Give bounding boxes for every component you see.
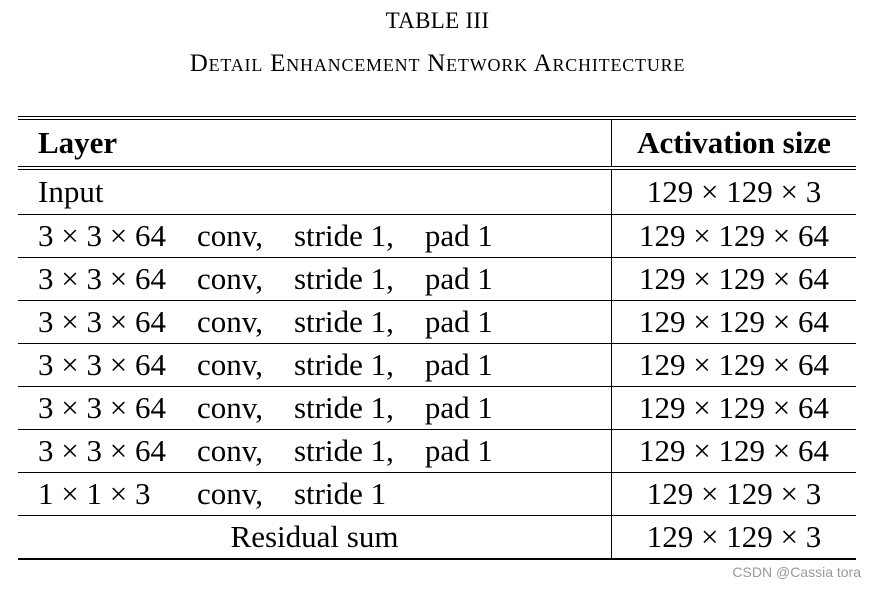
header-layer: Layer xyxy=(18,116,612,170)
activation-cell: 129 × 129 × 64 xyxy=(611,214,856,258)
table-title: Detail Enhancement Network Architecture xyxy=(189,50,686,77)
table-row: 3 × 3 × 64 conv, stride 1, pad 1 129 × 1… xyxy=(18,257,856,301)
activation-cell: 129 × 129 × 64 xyxy=(611,257,856,301)
layer-cell: Residual sum xyxy=(18,515,612,560)
csdn-watermark: CSDN @Cassia tora xyxy=(732,564,861,580)
layer-cell: 3 × 3 × 64 conv, stride 1, pad 1 xyxy=(18,386,612,430)
activation-cell: 129 × 129 × 64 xyxy=(611,300,856,344)
activation-cell: 129 × 129 × 64 xyxy=(611,386,856,430)
layer-cell: Input xyxy=(18,168,612,215)
table-row: Residual sum 129 × 129 × 3 xyxy=(18,515,856,560)
layer-cell: 3 × 3 × 64 conv, stride 1, pad 1 xyxy=(18,257,612,301)
table-row: 3 × 3 × 64 conv, stride 1, pad 1 129 × 1… xyxy=(18,386,856,430)
layer-cell: 3 × 3 × 64 conv, stride 1, pad 1 xyxy=(18,429,612,473)
table-row: 3 × 3 × 64 conv, stride 1, pad 1 129 × 1… xyxy=(18,343,856,387)
layer-cell: 3 × 3 × 64 conv, stride 1, pad 1 xyxy=(18,300,612,344)
architecture-table: Layer Activation size Input 129 × 129 × … xyxy=(18,116,856,560)
activation-cell: 129 × 129 × 3 xyxy=(611,472,856,516)
activation-cell: 129 × 129 × 64 xyxy=(611,343,856,387)
activation-cell: 129 × 129 × 3 xyxy=(611,515,856,560)
table-row: 3 × 3 × 64 conv, stride 1, pad 1 129 × 1… xyxy=(18,429,856,473)
table-row: 3 × 3 × 64 conv, stride 1, pad 1 129 × 1… xyxy=(18,300,856,344)
layer-cell: 3 × 3 × 64 conv, stride 1, pad 1 xyxy=(18,214,612,258)
header-activation-size: Activation size xyxy=(611,116,856,170)
layer-cell: 3 × 3 × 64 conv, stride 1, pad 1 xyxy=(18,343,612,387)
table-header-row: Layer Activation size xyxy=(18,116,856,170)
activation-cell: 129 × 129 × 64 xyxy=(611,429,856,473)
table-number: TABLE III xyxy=(385,8,490,33)
table-row: 3 × 3 × 64 conv, stride 1, pad 1 129 × 1… xyxy=(18,214,856,258)
table-row: 1 × 1 × 3 conv, stride 1 129 × 129 × 3 xyxy=(18,472,856,516)
table-row: Input 129 × 129 × 3 xyxy=(18,168,856,215)
activation-cell: 129 × 129 × 3 xyxy=(611,168,856,215)
layer-cell: 1 × 1 × 3 conv, stride 1 xyxy=(18,472,612,516)
